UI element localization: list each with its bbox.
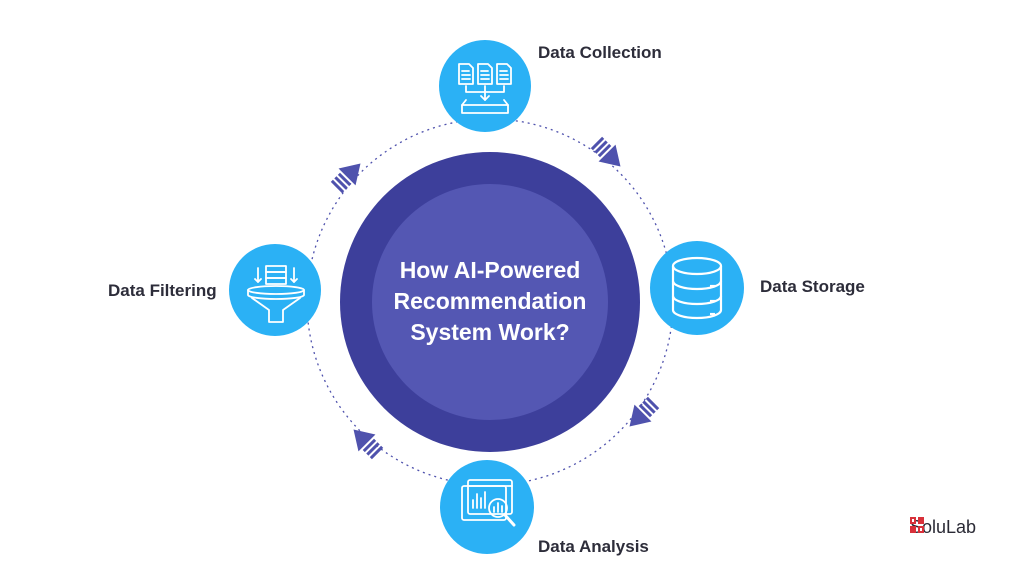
funnel-filter-icon: [247, 265, 305, 323]
center-title: How AI-Powered Recommendation System Wor…: [370, 255, 610, 348]
center-inner-circle: [372, 184, 608, 420]
solulab-logo-text: SoluLab: [910, 517, 977, 537]
arrow-collection-to-storage: [590, 136, 621, 167]
step-label-data-analysis: Data Analysis: [538, 537, 649, 556]
step-label-data-filtering: Data Filtering: [108, 281, 217, 300]
step-circle-analysis: [440, 460, 534, 554]
arrow-storage-to-analysis: [629, 396, 660, 427]
step-circle-filtering: [229, 244, 321, 336]
step-label-data-collection: Data Collection: [538, 43, 662, 62]
title-line-2: Recommendation: [393, 288, 587, 314]
chart-magnifier-icon: [461, 479, 516, 527]
database-icon: [671, 256, 723, 320]
arrow-analysis-to-filtering: [353, 429, 384, 460]
arrow-filtering-to-collection: [330, 163, 361, 194]
title-line-1: How AI-Powered: [399, 257, 581, 283]
documents-to-tray-icon: [458, 63, 512, 114]
solulab-logo: SoluLab: [910, 517, 976, 538]
title-line-3: System Work?: [410, 319, 570, 345]
solulab-logo-mark: [910, 517, 924, 533]
step-label-data-storage: Data Storage: [760, 277, 865, 296]
